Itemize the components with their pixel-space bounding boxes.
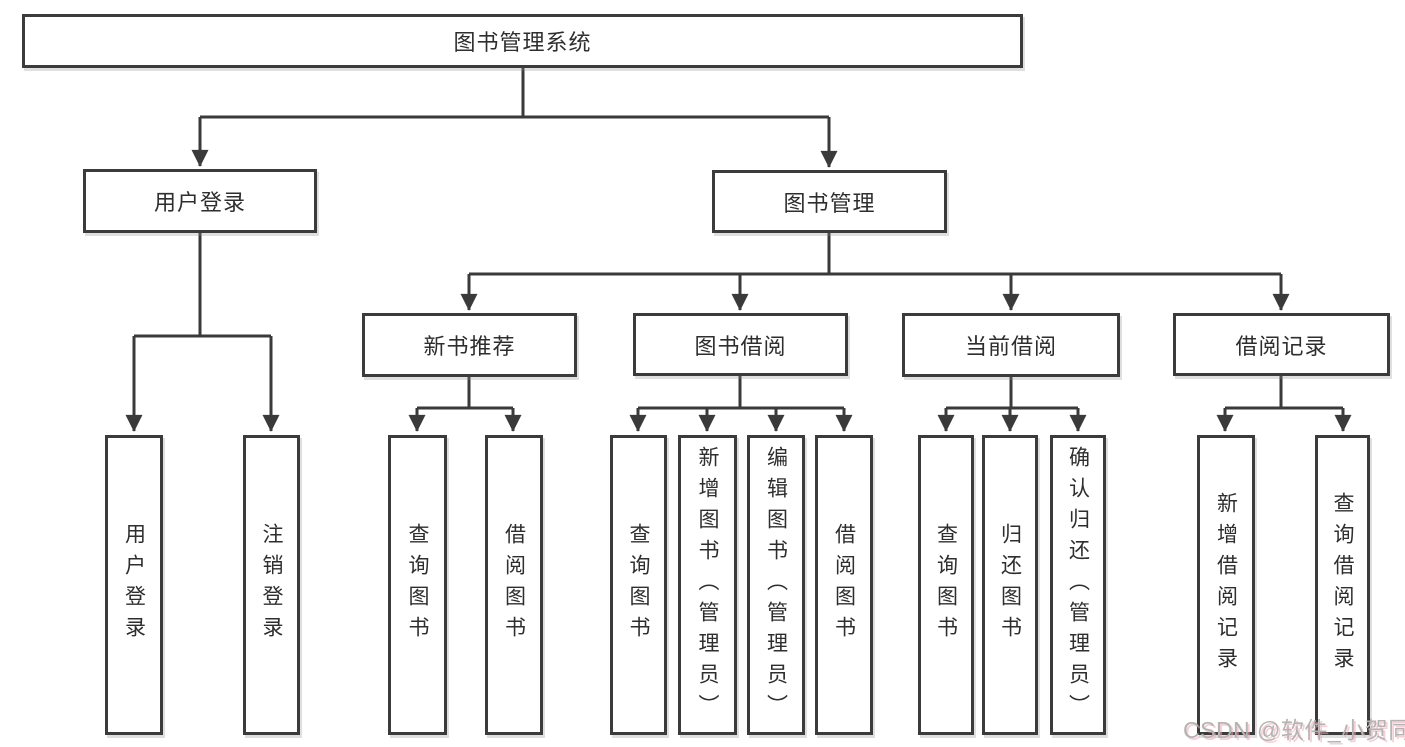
node-root-system: 图书管理系统	[22, 14, 1023, 68]
csdn-watermark: CSDN @软件_小贺同学	[1183, 717, 1405, 743]
leaf-add-borrow-record: 新增借阅记录	[1197, 435, 1255, 735]
leaf-logout: 注销登录	[243, 435, 300, 735]
leaf-edit-books-admin: 编辑图书（管理员）	[747, 435, 805, 735]
node-current-borrow: 当前借阅	[902, 313, 1120, 377]
node-borrow-records: 借阅记录	[1173, 313, 1390, 376]
leaf-query-books-recommend: 查询图书	[388, 435, 447, 735]
leaf-borrow-books: 借阅图书	[815, 435, 873, 735]
node-book-borrow: 图书借阅	[633, 313, 848, 376]
leaf-return-books: 归还图书	[982, 435, 1038, 735]
node-new-book-recommend: 新书推荐	[362, 313, 577, 377]
leaf-query-books-current: 查询图书	[918, 435, 974, 735]
leaf-add-books-admin: 新增图书（管理员）	[678, 435, 737, 735]
leaf-query-borrow-record: 查询借阅记录	[1315, 435, 1370, 735]
leaf-query-books-borrow: 查询图书	[610, 435, 667, 735]
leaf-user-login: 用户登录	[105, 435, 163, 735]
node-user-login: 用户登录	[83, 169, 317, 233]
node-book-management: 图书管理	[712, 170, 947, 233]
leaf-borrow-books-recommend: 借阅图书	[485, 435, 543, 735]
leaf-confirm-return-admin: 确认归还（管理员）	[1050, 435, 1106, 735]
